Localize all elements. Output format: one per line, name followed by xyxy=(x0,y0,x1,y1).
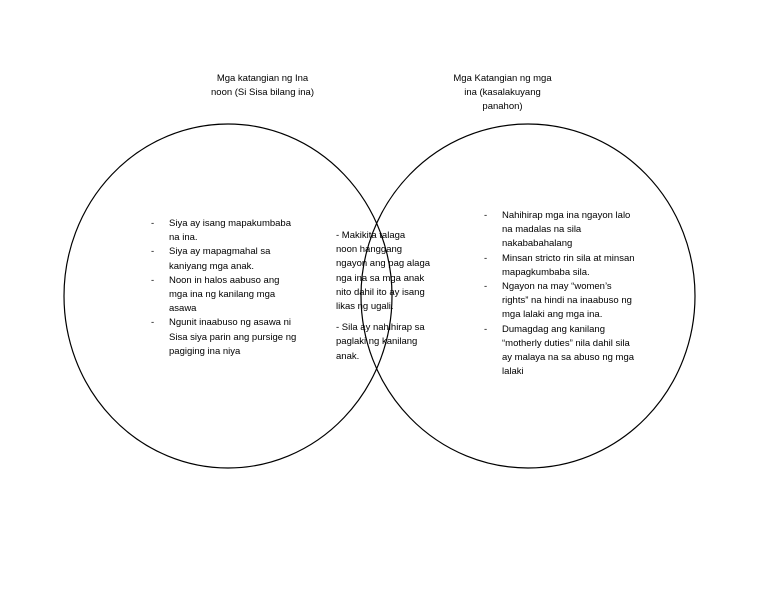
left-circle-title: Mga katangian ng Ina noon (Si Sisa bilan… xyxy=(190,72,335,100)
right-list-item-line: na madalas na sila xyxy=(502,224,582,236)
right-list-item: Ngayon na may “women’s rights” na hindi n… xyxy=(484,280,650,323)
right-list-item: Dumagdag ang kanilang “motherly duties” n… xyxy=(484,323,650,380)
left-title-line: Mga katangian ng Ina xyxy=(216,73,309,84)
left-list-item-line: pagiging ina niya xyxy=(169,345,241,357)
right-list-item: Minsan stricto rin sila at minsan mapagku… xyxy=(484,252,650,280)
right-circle-list: Nahihirap mga ina ngayon lalo na madalas … xyxy=(484,209,650,379)
left-list-item-line: Siya ay isang mapakumbaba xyxy=(169,218,291,229)
right-list-item-line: mapagkumbaba sila. xyxy=(502,266,590,278)
right-list-item: Nahihirap mga ina ngayon lalo na madalas … xyxy=(484,209,650,252)
left-list-item: Ngunit inaabuso ng asawa ni Sisa siya par… xyxy=(151,316,309,359)
right-list-item-line: ay malaya na sa abuso ng mga xyxy=(502,352,635,364)
right-list-item-line: “motherly duties” nila dahil sila xyxy=(502,337,630,349)
right-list-item-line: Nahihirap mga ina ngayon lalo xyxy=(502,210,631,221)
overlap-item-line: ngayon ang pag alaga xyxy=(336,258,431,270)
left-list-item-line: na ina. xyxy=(169,232,198,244)
left-list-item: Noon in halos aabuso ang mga ina ng kanil… xyxy=(151,274,309,317)
left-list-item-line: Sisa siya parin ang pursige ng xyxy=(169,331,297,343)
right-title-line: Mga Katangian ng mga xyxy=(453,73,552,84)
overlap-item-line: nga ina sa mga anak xyxy=(336,272,425,284)
right-list-item-line: lalaki xyxy=(502,366,524,378)
overlap-item-line: paglaki ng kanilang xyxy=(336,336,418,348)
left-list-item-line: Ngunit inaabuso ng asawa ni xyxy=(169,317,292,329)
left-list-item-line: kaniyang mga anak. xyxy=(169,260,255,272)
overlap-item-line: - Makikita talaga xyxy=(336,230,406,241)
overlap-item: - Makikita talaga noon hanggang ngayon ang… xyxy=(336,229,432,314)
right-circle-title: Mga Katangian ng mga ina (kasalakuyang p… xyxy=(430,72,575,114)
right-list-item-line: mga lalaki ang mga ina. xyxy=(502,309,603,321)
right-list-item-line: Dumagdag ang kanilang xyxy=(502,323,605,335)
right-list-item-line: Ngayon na may “women’s xyxy=(502,281,612,293)
left-list-item-line: asawa xyxy=(169,303,197,315)
left-list-item-line: Siya ay mapagmahal sa xyxy=(169,246,271,258)
overlap-item-line: likas ng ugali. xyxy=(336,301,394,313)
overlap-item-line: - Sila ay nahihirap sa xyxy=(336,322,425,334)
overlap-text: - Makikita talaga noon hanggang ngayon ang… xyxy=(336,229,432,371)
right-title-line: ina (kasalakuyang xyxy=(464,87,541,98)
right-list-item-line: nakababahalang xyxy=(502,238,573,250)
left-title-line: noon (Si Sisa bilang ina) xyxy=(211,87,314,98)
left-circle xyxy=(63,123,393,469)
overlap-item-line: anak. xyxy=(336,350,360,362)
right-list-item-line: Minsan stricto rin sila at minsan xyxy=(502,252,635,264)
left-list-item: Siya ay mapagmahal sa kaniyang mga anak. xyxy=(151,245,309,273)
overlap-item-line: nito dahil ito ay isang xyxy=(336,286,425,298)
left-list-item-line: Noon in halos aabuso ang xyxy=(169,274,280,286)
overlap-item-line: noon hanggang xyxy=(336,244,403,256)
left-list-item: Siya ay isang mapakumbaba na ina. xyxy=(151,217,309,245)
right-circle xyxy=(360,123,696,469)
right-title-line: panahon) xyxy=(482,101,523,112)
overlap-item: - Sila ay nahihirap sa paglaki ng kanilan… xyxy=(336,321,432,364)
right-list-item-line: rights” na hindi na inaabuso ng xyxy=(502,295,632,307)
left-list-item-line: mga ina ng kanilang mga xyxy=(169,289,276,301)
